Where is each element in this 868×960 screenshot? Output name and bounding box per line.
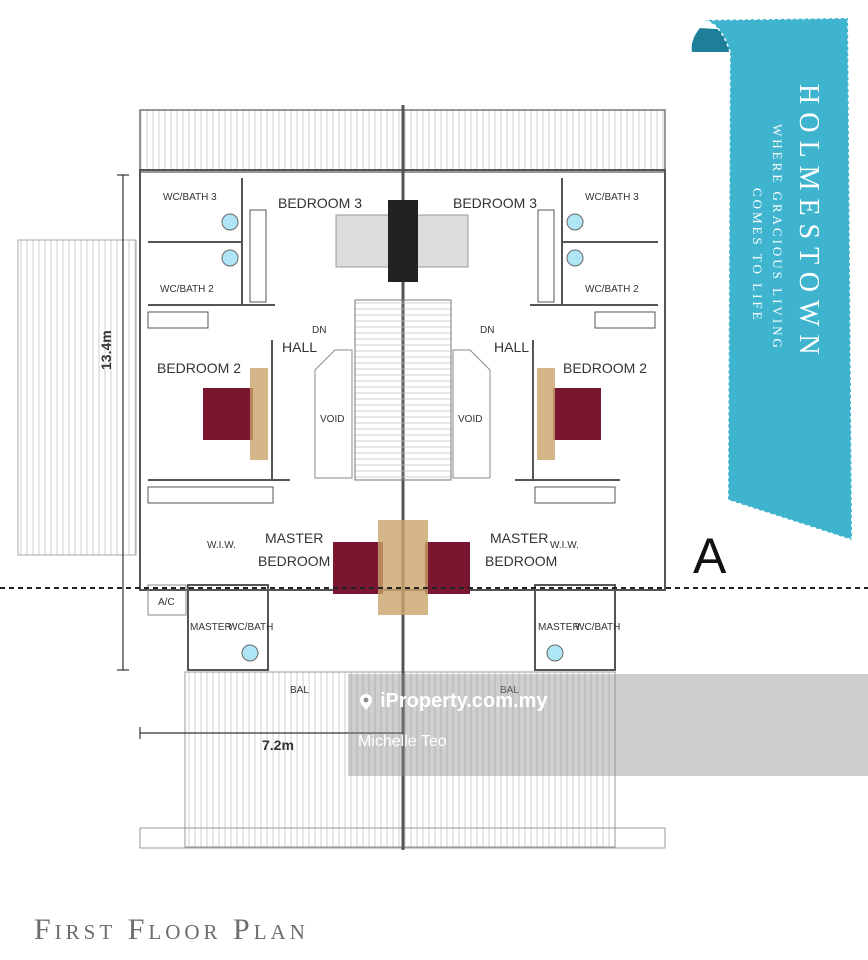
label-master-bedroom-right: BEDROOM	[485, 553, 557, 569]
label-dn-right: DN	[480, 325, 494, 336]
brand-tagline-1: WHERE GRACIOUS LIVING	[770, 124, 785, 351]
label-wc-bath-3-left: WC/BATH 3	[163, 192, 217, 203]
bed-master-right	[425, 542, 470, 594]
dimension-width: 7.2m	[262, 737, 294, 753]
brand-ribbon: HOLMESTOWN WHERE GRACIOUS LIVING COMES T…	[691, 17, 853, 542]
label-void-left: VOID	[320, 414, 344, 425]
dimension-depth: 13.4m	[98, 330, 114, 370]
label-wc-bath-3-right: WC/BATH 3	[585, 192, 639, 203]
label-wc-bath-2-right: WC/BATH 2	[585, 284, 639, 295]
watermark-site: iProperty.com.my	[380, 690, 548, 712]
label-bal-right: BAL	[500, 685, 519, 696]
brand-tagline-2: COMES TO LIFE	[750, 188, 765, 323]
label-dn-left: DN	[312, 325, 326, 336]
label-wiw-right: W.I.W.	[550, 540, 579, 551]
section-marker: A	[693, 528, 727, 584]
watermark-agent: Michelle Teo	[358, 733, 447, 750]
roof-strip-bottom	[139, 671, 666, 849]
label-bedroom-2-right: BEDROOM 2	[563, 360, 647, 376]
bedside-bedroom-3	[388, 200, 418, 282]
page-title: First Floor Plan	[34, 913, 309, 946]
label-wc-bath-2-left: WC/BATH 2	[160, 284, 214, 295]
side-terrace	[17, 239, 137, 556]
bed-bedroom-2-left	[203, 388, 253, 440]
bed-master-left	[333, 542, 383, 594]
label-master-right: MASTER	[490, 530, 548, 546]
label-master-bath-right-2: WC/BATH	[575, 622, 620, 633]
room-labels: BEDROOM 3 BEDROOM 3 WC/BATH 3 WC/BATH 3 …	[157, 192, 647, 696]
bed-bedroom-2-right	[553, 388, 601, 440]
bath-fixtures	[221, 213, 584, 662]
wardrobes	[147, 209, 656, 504]
label-bedroom-2-left: BEDROOM 2	[157, 360, 241, 376]
label-wiw-left: W.I.W.	[207, 540, 236, 551]
label-void-right: VOID	[458, 414, 482, 425]
label-master-bath-right-1: MASTER	[538, 622, 580, 633]
dimension-lines	[117, 174, 404, 739]
label-master-bath-left-2: WC/BATH	[228, 622, 273, 633]
watermark-band	[348, 674, 868, 776]
label-bal-left: BAL	[290, 685, 309, 696]
label-master-bath-left-1: MASTER	[190, 622, 232, 633]
label-master-bedroom-left: BEDROOM	[258, 553, 330, 569]
location-pin-icon	[360, 694, 372, 710]
label-master-left: MASTER	[265, 530, 323, 546]
label-hall-right: HALL	[494, 339, 529, 355]
label-bedroom-3-right: BEDROOM 3	[453, 195, 537, 211]
label-ac: A/C	[158, 597, 175, 608]
stairs	[314, 299, 491, 481]
brand-name: HOLMESTOWN	[793, 84, 824, 363]
beds	[203, 200, 601, 615]
label-bedroom-3-left: BEDROOM 3	[278, 195, 362, 211]
label-hall-left: HALL	[282, 339, 317, 355]
